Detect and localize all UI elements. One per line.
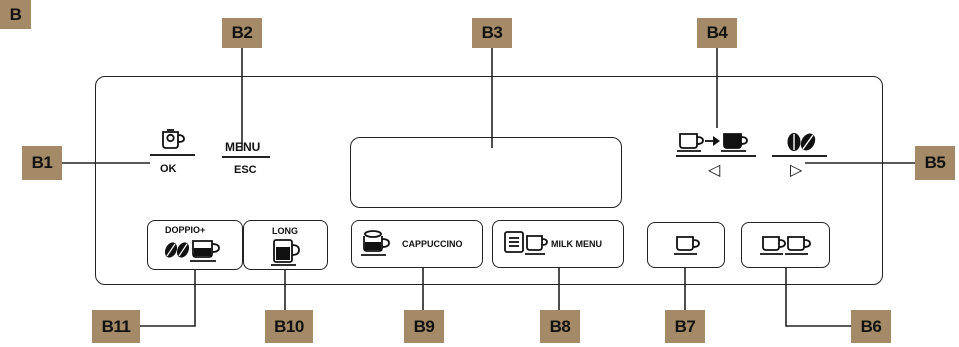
long-cup-icon: [271, 239, 300, 266]
callout-b10: B10: [265, 310, 313, 343]
b5-divider: [772, 155, 827, 157]
callout-b5: B5: [915, 146, 955, 180]
display-screen: [350, 137, 622, 208]
menu-label[interactable]: MENU: [225, 140, 261, 154]
ok-label[interactable]: OK: [160, 163, 177, 175]
long-label: LONG: [272, 226, 298, 236]
coffee-beans-icon: [787, 133, 816, 151]
ok-divider: [150, 154, 195, 156]
milk-menu-icon: [504, 231, 548, 255]
leader-b6: [785, 268, 851, 327]
callout-b9: B9: [404, 310, 444, 343]
long-button[interactable]: LONG: [243, 220, 328, 270]
doppio-button[interactable]: DOPPIO+: [147, 220, 243, 270]
cup-transfer-icon: [677, 133, 748, 152]
callout-b7: B7: [665, 310, 705, 343]
doppio-label: DOPPIO+: [165, 225, 206, 235]
cappuccino-button[interactable]: CAPPUCCINO: [351, 220, 483, 268]
menu-divider: [222, 156, 270, 158]
callout-b11: B11: [92, 310, 140, 343]
left-arrow-icon[interactable]: ◁: [708, 162, 721, 179]
callout-b4: B4: [697, 18, 737, 48]
callout-b2: B2: [222, 18, 262, 48]
milk-menu-button[interactable]: MILK MENU: [492, 220, 624, 268]
callout-b8: B8: [540, 310, 580, 343]
single-cup-icon: [674, 236, 700, 255]
milk-menu-label: MILK MENU: [551, 239, 602, 249]
callout-b1: B1: [22, 146, 62, 180]
b4-divider: [676, 155, 756, 157]
leader-b11: [140, 270, 196, 327]
doppio-icon: [164, 240, 220, 262]
two-cups-button[interactable]: [741, 222, 830, 268]
callout-b6: B6: [851, 310, 891, 343]
callout-b3: B3: [472, 18, 512, 48]
figure-tag: B: [0, 0, 31, 29]
cappuccino-icon: [361, 230, 390, 256]
esc-label[interactable]: ESC: [234, 164, 257, 176]
control-panel: [95, 76, 883, 285]
right-arrow-icon[interactable]: ▷: [790, 162, 803, 179]
double-cup-icon: [760, 236, 811, 255]
cup-ok-icon: [162, 129, 185, 149]
cappuccino-label: CAPPUCCINO: [402, 239, 463, 249]
one-cup-button[interactable]: [647, 222, 725, 268]
